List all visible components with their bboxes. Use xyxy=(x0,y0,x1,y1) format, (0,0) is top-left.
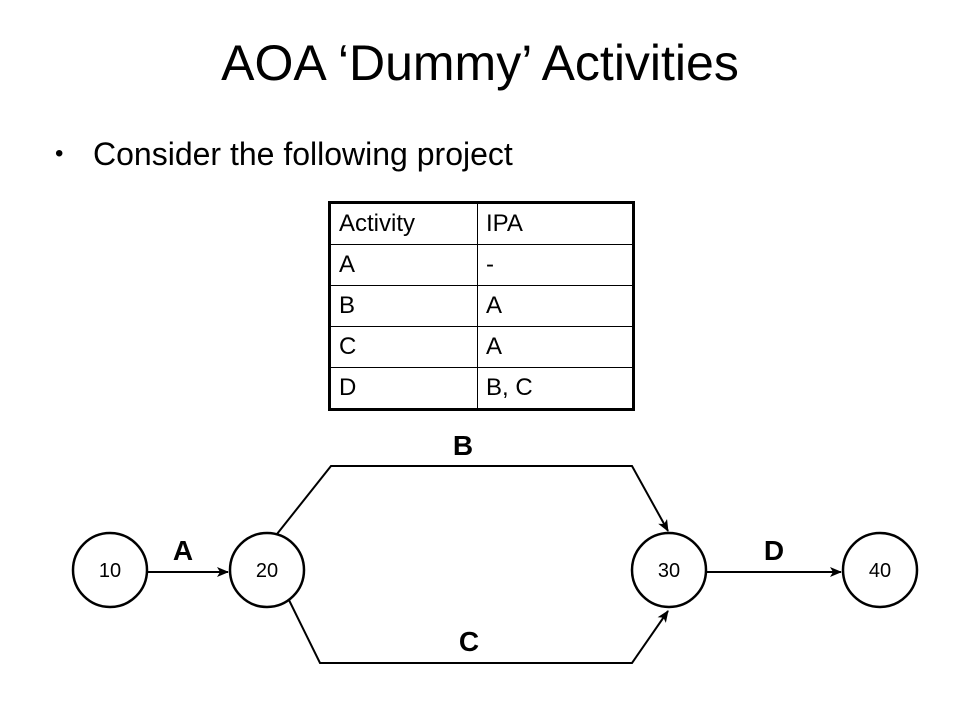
table-header-ipa: IPA xyxy=(477,202,634,245)
ipa-table: Activity IPA A - B A C A D B, C xyxy=(328,201,635,411)
table-cell-ipa: A xyxy=(477,326,634,368)
slide-title: AOA ‘Dummy’ Activities xyxy=(221,35,739,91)
node-label: 10 xyxy=(99,560,121,582)
activity-label-c: C xyxy=(459,626,479,657)
activity-label-a: A xyxy=(173,535,193,566)
node-label: 40 xyxy=(869,560,891,582)
node-circle xyxy=(71,531,149,609)
node-10: 10 xyxy=(71,531,149,609)
arrow-activity-c xyxy=(285,593,669,664)
table-row: C A xyxy=(329,326,634,368)
table-row: D B, C xyxy=(329,367,634,410)
bullet-text: Consider the following project xyxy=(93,136,513,172)
table-cell-activity: B xyxy=(329,285,478,327)
table-header-row: Activity IPA xyxy=(329,202,634,245)
node-30: 30 xyxy=(630,531,708,609)
node-circle xyxy=(630,531,708,609)
table-cell-activity: D xyxy=(329,367,478,410)
arrow-activity-b xyxy=(276,465,669,535)
node-label: 30 xyxy=(658,560,680,582)
node-circle xyxy=(841,531,919,609)
node-label: 20 xyxy=(256,560,278,582)
node-20: 20 xyxy=(228,531,306,609)
table-cell-ipa: B, C xyxy=(477,367,634,410)
bullet-item: • Consider the following project xyxy=(55,132,513,176)
node-40: 40 xyxy=(841,531,919,609)
node-circle xyxy=(228,531,306,609)
activity-label-d: D xyxy=(764,535,784,566)
table-cell-ipa: A xyxy=(477,285,634,327)
table-row: B A xyxy=(329,285,634,327)
bullet-dot-icon: • xyxy=(55,140,64,167)
table-cell-ipa: - xyxy=(477,244,634,286)
activity-label-b: B xyxy=(453,430,473,461)
table-header-activity: Activity xyxy=(329,202,478,245)
table-row: A - xyxy=(329,244,634,286)
